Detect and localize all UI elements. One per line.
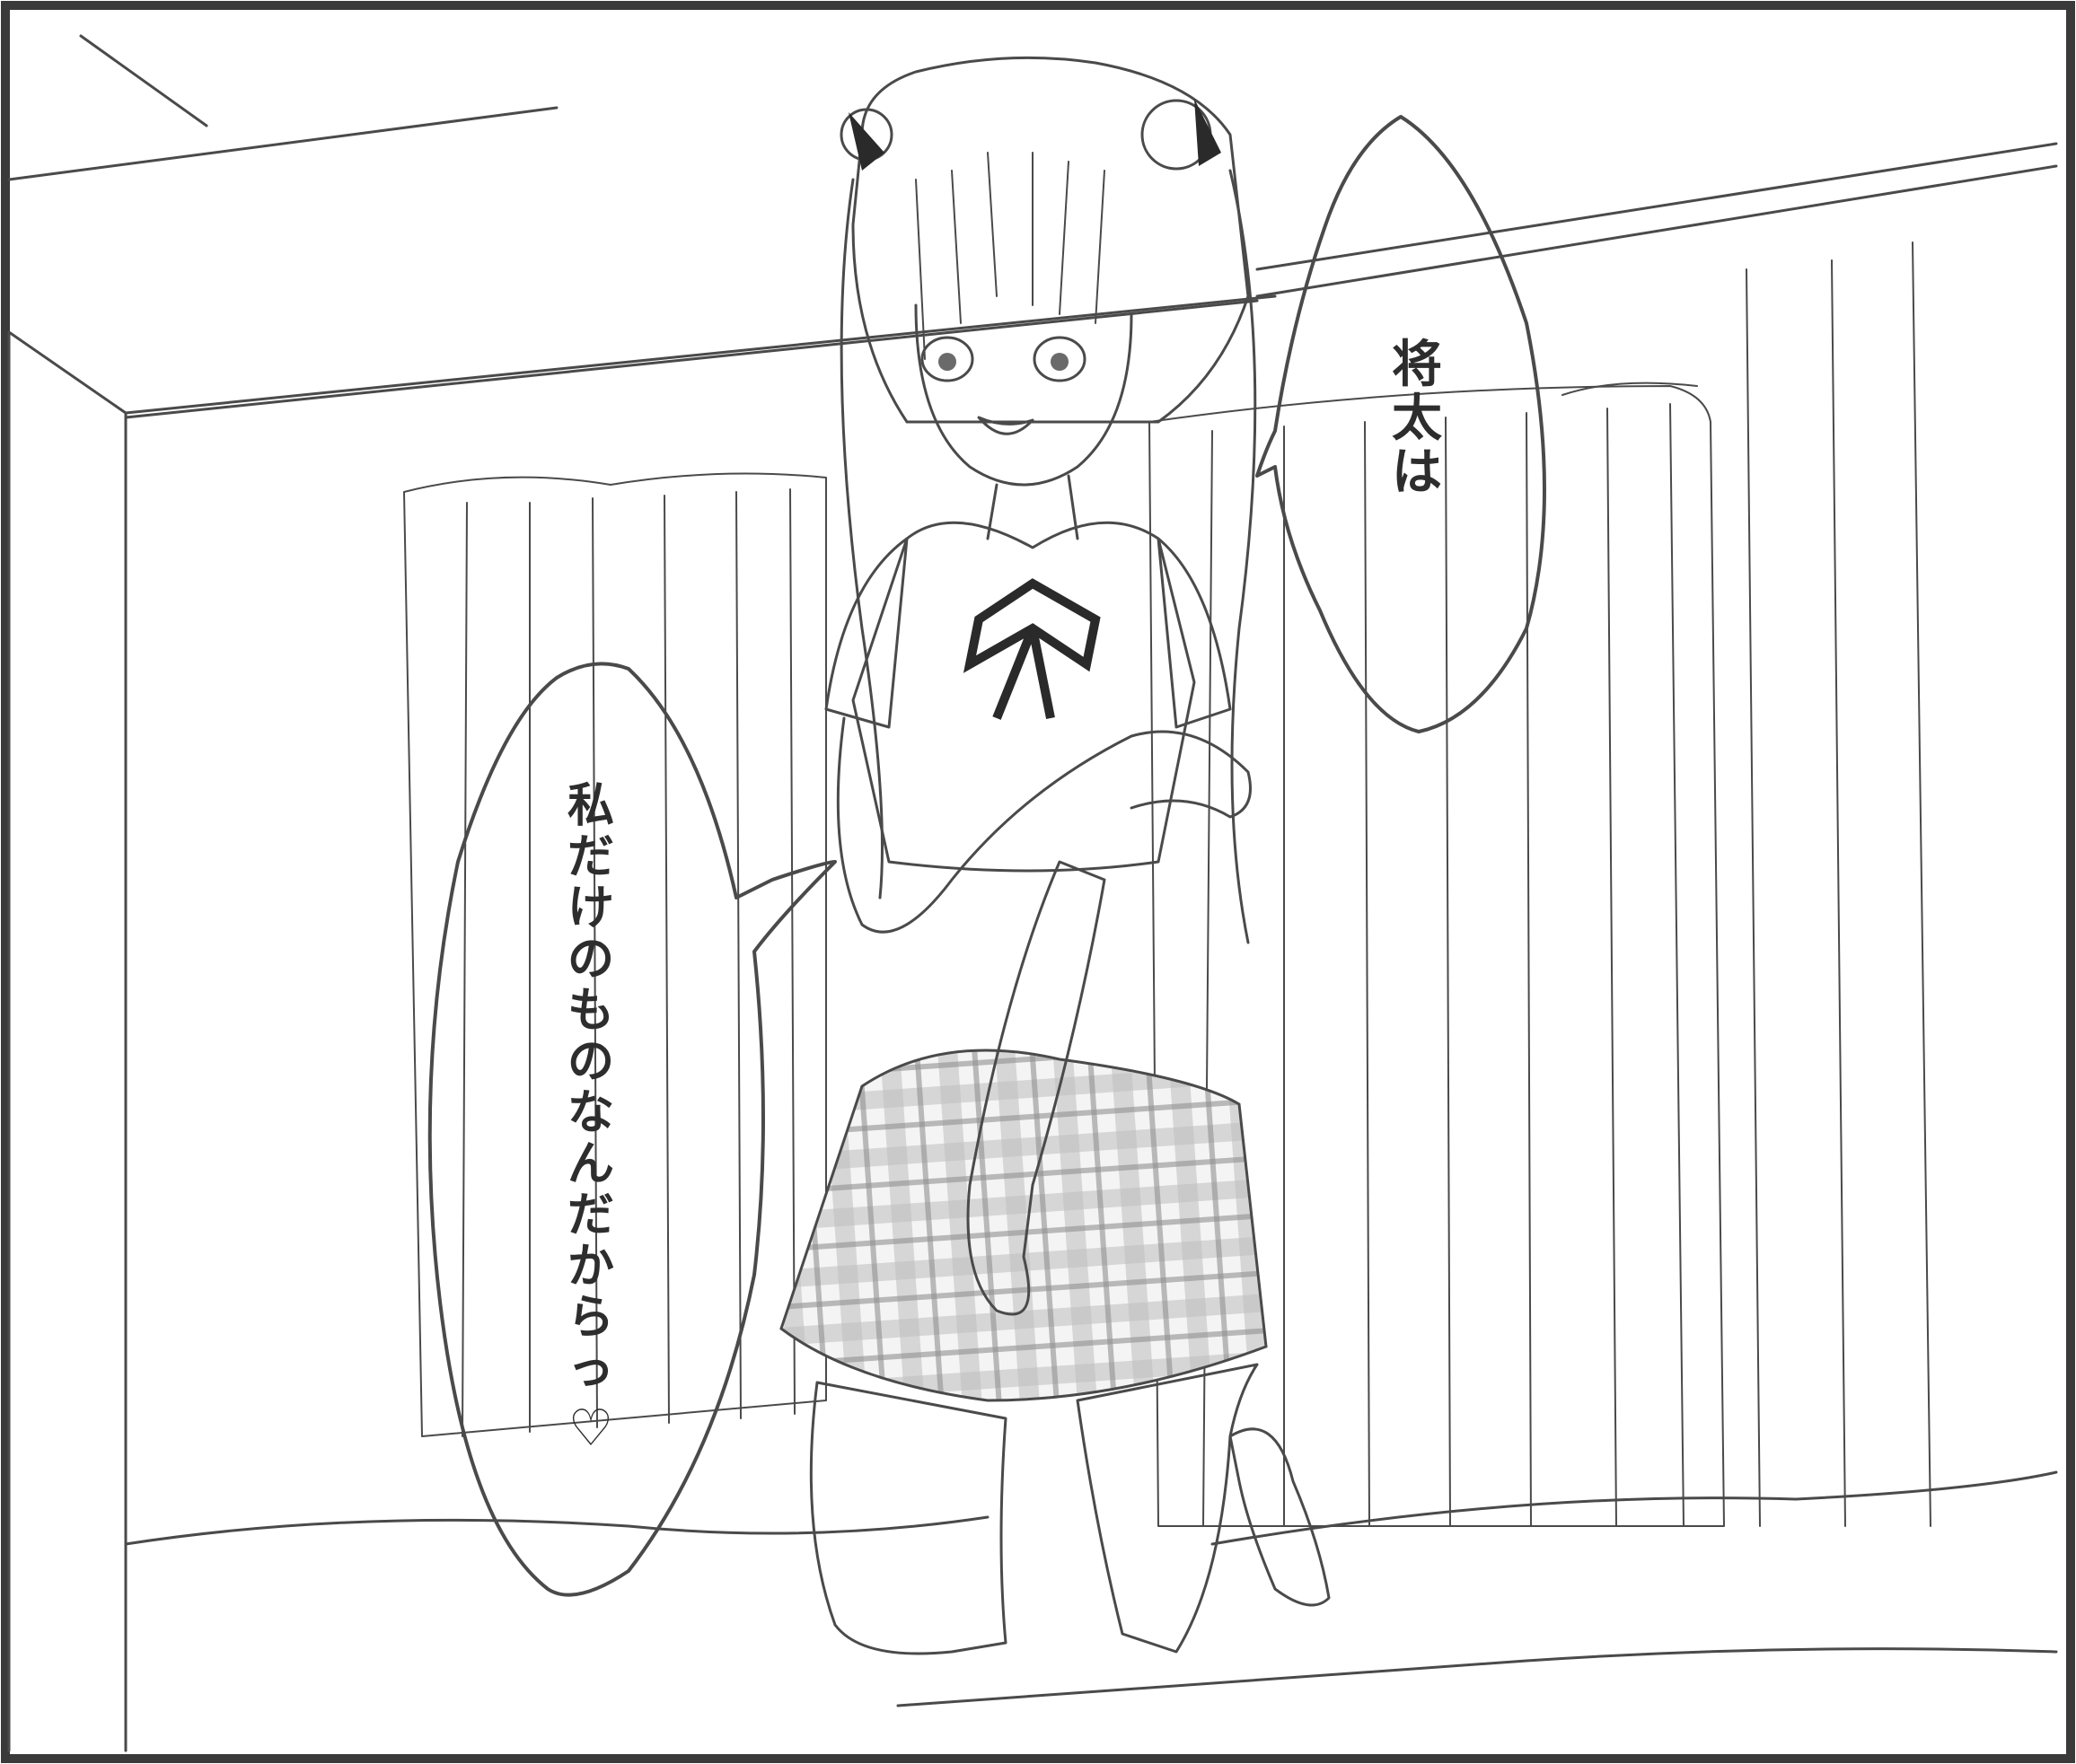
- mouth: [977, 416, 1034, 435]
- curtain-left: [403, 472, 827, 1437]
- bubble-text-left-12: っ: [567, 1341, 614, 1396]
- eye-left: [920, 336, 974, 382]
- bubble-text-left-11: ら: [567, 1290, 614, 1345]
- neck-ribbon: [963, 578, 1101, 720]
- bed: [124, 1470, 2058, 1752]
- character-girl: [779, 56, 1331, 1655]
- bubble-text-top-right-2: 太: [1392, 389, 1442, 448]
- bubble-text-left-1: 私: [567, 778, 614, 833]
- speech-bubble-top-right: 将 太 は: [1255, 115, 1546, 733]
- room-background: [7, 34, 2058, 1752]
- bubble-text-left-3: け: [567, 881, 614, 935]
- foot-right: [1228, 1427, 1331, 1607]
- bubble-text-left-2: だ: [567, 829, 614, 884]
- bubble-text-top-right-3: は: [1392, 443, 1442, 502]
- eye-right: [1033, 336, 1086, 382]
- bubble-text-left-10: か: [567, 1239, 614, 1294]
- bubble-text-left-9: だ: [567, 1188, 614, 1242]
- bubble-text-left-7: な: [567, 1085, 614, 1140]
- bubble-text-left-4: の: [567, 932, 614, 987]
- bubble-text-left-8: ん: [567, 1137, 614, 1191]
- speech-bubble-left: 私 だ け の も の な ん だ か ら っ ♡: [427, 662, 837, 1597]
- plaid-skirt: [779, 1049, 1268, 1402]
- bubble-text-left-6: の: [567, 1034, 614, 1089]
- bubble-text-left-5: も: [567, 983, 614, 1038]
- hair-ribbon-left: [849, 112, 884, 171]
- bubble-text-left-13: ♡: [568, 1399, 613, 1458]
- hair-ribbon-right: [1194, 99, 1221, 166]
- bubble-text-top-right-1: 将: [1392, 335, 1442, 394]
